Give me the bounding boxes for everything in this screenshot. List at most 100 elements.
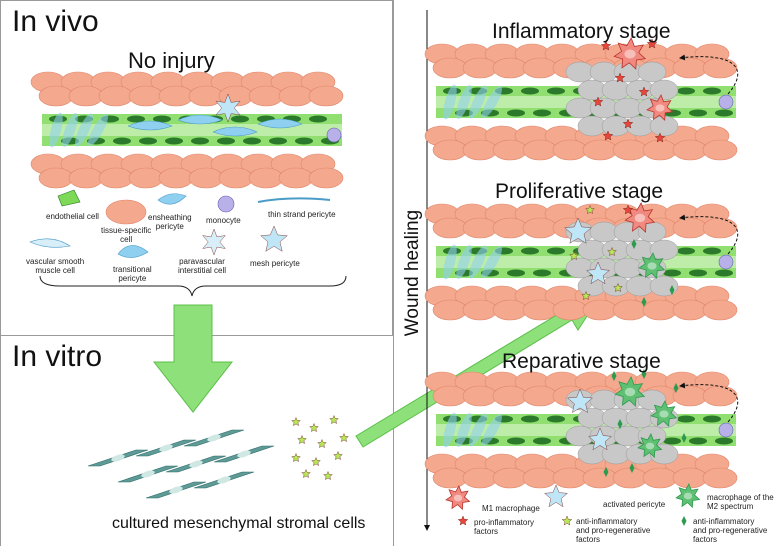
reparative-regenerative-factor bbox=[603, 467, 609, 477]
invivo-paravascular-cell bbox=[215, 93, 241, 123]
secreted-factor-star bbox=[323, 470, 333, 481]
proliferative-tissue-cell bbox=[432, 299, 468, 321]
reparative-m2-macrophage bbox=[637, 433, 663, 459]
inflammatory-injured-cell bbox=[637, 61, 667, 83]
inflammatory-tissue bbox=[424, 43, 738, 161]
invivo-tissue-cell bbox=[68, 85, 104, 107]
proliferative-monocyte bbox=[718, 254, 734, 270]
reparative-tissue-cell bbox=[702, 385, 738, 407]
inflammatory-monocyte bbox=[718, 94, 734, 110]
msc-nucleus bbox=[237, 450, 251, 458]
inflammatory-vsmc bbox=[469, 85, 487, 119]
inflammatory-tissue-cell bbox=[462, 57, 498, 79]
secreted-factor-star bbox=[291, 452, 301, 463]
invivo-tissue-cell bbox=[158, 167, 194, 189]
stage-title-reparative: Reparative stage bbox=[502, 350, 661, 373]
proliferative-m1-macrophage bbox=[624, 202, 656, 233]
proliferative-vsmc bbox=[456, 244, 472, 280]
inflammatory-m1-macrophage-nucleus bbox=[655, 104, 665, 112]
legend-icon-m1-macrophage-body bbox=[445, 485, 471, 511]
inflammatory-tissue-cell bbox=[702, 57, 738, 79]
wound-healing-panel bbox=[393, 0, 782, 546]
reparative-endo-nucleus bbox=[689, 437, 707, 445]
proliferative-endo-nucleus bbox=[521, 247, 539, 255]
invivo-endo-nucleus bbox=[217, 137, 235, 145]
proliferative-tissue-cell bbox=[702, 217, 738, 239]
invivo-tissue-cell bbox=[278, 85, 314, 107]
proliferative-endo-nucleus bbox=[703, 247, 721, 255]
invivo-tissue-cell bbox=[218, 167, 254, 189]
icon-vascular-smooth-muscle-cell bbox=[29, 238, 71, 248]
secreted-factor-star bbox=[339, 432, 349, 443]
invivo-tissue-cell bbox=[128, 167, 164, 189]
proliferative-tissue-cell bbox=[612, 299, 648, 321]
proliferative-injured-cell bbox=[649, 275, 679, 297]
proliferative-endo-nucleus bbox=[507, 269, 525, 277]
proliferative-tissue-cell bbox=[552, 299, 588, 321]
invivo-endo-nucleus bbox=[269, 137, 287, 145]
cultured-cells-caption: cultured mesenchymal stromal cells bbox=[112, 515, 366, 532]
invivo-pericyte bbox=[212, 126, 258, 137]
legend-icon-m1-macrophage-nucleus bbox=[453, 494, 463, 502]
proliferative-tissue-cell bbox=[672, 217, 708, 239]
inflammatory-vsmc bbox=[443, 84, 457, 120]
inflammatory-m1-macrophage bbox=[646, 94, 674, 121]
invivo-tissue-cell bbox=[68, 167, 104, 189]
reparative-monocyte bbox=[718, 422, 734, 438]
msc-cell bbox=[193, 471, 255, 489]
down-arrow bbox=[152, 304, 234, 413]
legend-icon-anti-inflammatory-star bbox=[561, 515, 573, 526]
inflammatory-pro-inflammatory-factor bbox=[602, 130, 614, 141]
reparative-regenerative-factor bbox=[673, 383, 679, 393]
invivo-pericyte bbox=[127, 120, 173, 131]
proliferative-tissue-cell bbox=[492, 299, 528, 321]
invivo-pericyte bbox=[177, 114, 223, 125]
icon-ensheathing-pericyte bbox=[157, 193, 187, 205]
invivo-tissue-cell bbox=[188, 167, 224, 189]
secreted-factor-star bbox=[309, 422, 319, 433]
stage-title-inflammatory: Inflammatory stage bbox=[492, 20, 671, 43]
reparative-tissue-cell bbox=[552, 467, 588, 489]
proliferative-tissue-cell bbox=[582, 299, 618, 321]
inflammatory-tissue-cell bbox=[492, 57, 528, 79]
reparative-m2-macrophage-body bbox=[614, 376, 646, 407]
invivo-tissue-cell bbox=[248, 167, 284, 189]
invivo-endo-nucleus bbox=[127, 115, 145, 123]
icon-transitional-pericyte bbox=[117, 245, 149, 258]
msc-cell bbox=[135, 439, 197, 457]
proliferative-vsmc bbox=[482, 246, 502, 278]
proliferative-regenerative-factor bbox=[669, 285, 675, 295]
icon-monocyte bbox=[217, 195, 235, 213]
reparative-activated-pericyte bbox=[588, 427, 612, 451]
reparative-injured-cell bbox=[637, 389, 667, 411]
secreted-factor-star bbox=[329, 414, 339, 425]
proliferative-m1-macrophage-body bbox=[624, 202, 656, 233]
proliferative-tissue-cell bbox=[462, 217, 498, 239]
legend-icon-activated-pericyte bbox=[544, 484, 568, 508]
invivo-vsmc bbox=[49, 112, 63, 148]
reparative-vsmc bbox=[482, 414, 502, 446]
invivo-endo-nucleus bbox=[231, 115, 249, 123]
legend-m1-macrophage: M1 macrophage bbox=[482, 504, 540, 513]
inflammatory-endo-nucleus bbox=[547, 87, 565, 95]
inflammatory-pro-inflammatory-factor bbox=[614, 72, 626, 83]
wound-healing-label: Wound healing bbox=[402, 209, 423, 337]
reparative-tissue-cell bbox=[492, 385, 528, 407]
reparative-vsmc bbox=[469, 413, 487, 447]
proliferative-tissue-cell bbox=[462, 299, 498, 321]
msc-nucleus bbox=[141, 470, 155, 478]
reparative-m2-macrophage-nucleus bbox=[645, 442, 655, 450]
proliferative-endo-nucleus bbox=[663, 269, 681, 277]
reparative-tissue-cell bbox=[522, 467, 558, 489]
secreted-factor-star bbox=[297, 434, 307, 445]
proliferative-anti-inflammatory-factor bbox=[585, 204, 595, 215]
invivo-vessel-lumen bbox=[42, 124, 342, 136]
reparative-m2-macrophage-body bbox=[637, 433, 663, 459]
invivo-tissue-cell bbox=[38, 167, 74, 189]
legend-icon-m2-macrophage bbox=[675, 483, 701, 509]
